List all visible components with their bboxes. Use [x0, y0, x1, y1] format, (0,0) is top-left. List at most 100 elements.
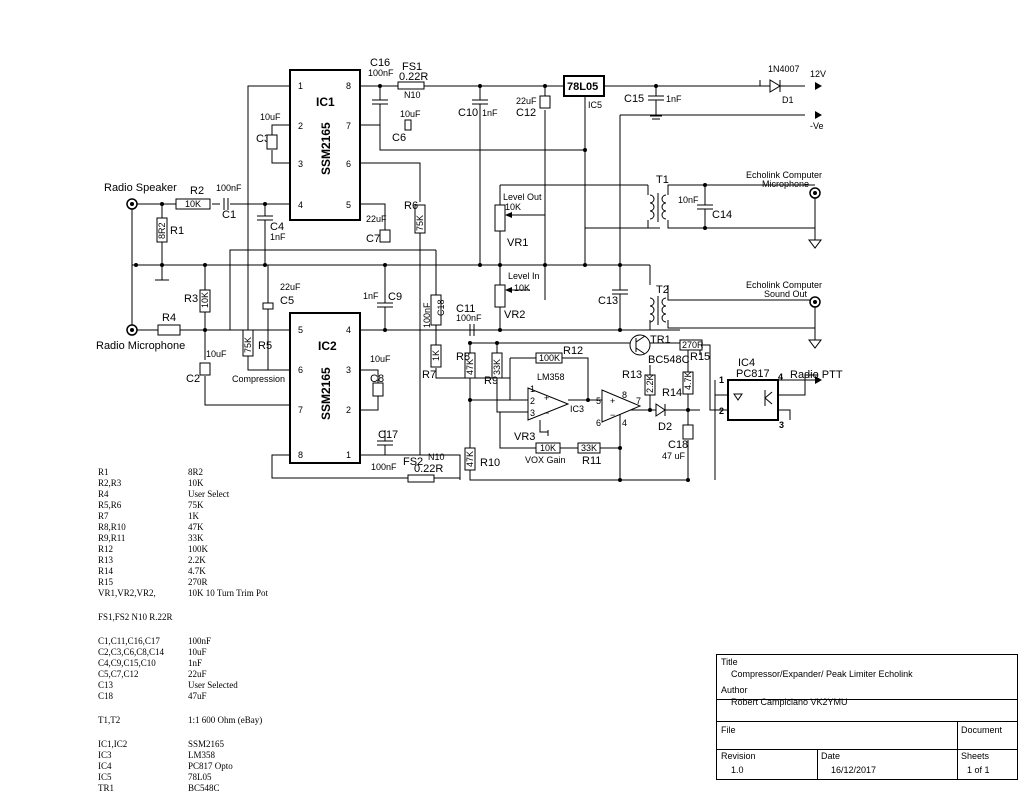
r13-ref: R13 — [622, 369, 642, 381]
r15-body — [679, 339, 703, 351]
parts-list-value: 47uF — [188, 691, 207, 701]
ic2-pin: 2 — [346, 405, 351, 415]
ic4-part: PC817 — [736, 368, 770, 380]
ic3-opamp-b — [601, 389, 642, 423]
c4-value: 1nF — [270, 232, 286, 242]
fs1-value: 0.22R — [399, 71, 428, 83]
c9-ref: C9 — [388, 291, 402, 303]
t1-coil-icon — [649, 193, 667, 222]
parts-list-ref: VR1,VR2,VR2, — [98, 588, 156, 598]
parts-list-value: 47K — [188, 522, 204, 532]
c5-ref: C5 — [280, 295, 294, 307]
ic3-pin: 6 — [596, 418, 601, 428]
r6-value: 75K — [415, 215, 425, 231]
parts-list-value: LM358 — [188, 750, 215, 760]
fs1-body — [397, 81, 425, 90]
supply-neg-label: -Ve — [810, 121, 824, 131]
ic3-opamp-a — [527, 387, 570, 421]
r12-value: 100K — [539, 353, 560, 363]
ic4-box — [727, 379, 779, 421]
ic1-pin: 8 — [346, 81, 351, 91]
ic5-box — [563, 75, 605, 97]
c11-ref: C11 — [456, 303, 475, 315]
r12-body — [535, 352, 563, 364]
c1-body — [223, 198, 229, 210]
c6-ref: C6 — [392, 132, 406, 144]
tr1-part: BC548C — [648, 354, 690, 366]
c2-ref: C2 — [186, 373, 200, 385]
parts-list-ref: R13 — [98, 555, 114, 565]
ic1-pin: 7 — [346, 121, 351, 131]
ic2-part: SSM2165 — [319, 367, 333, 420]
ic3-pin: 7 — [636, 396, 641, 406]
author-value: Robert Campiciano VK2YMU — [731, 697, 848, 707]
ic3-pin: 4 — [622, 418, 627, 428]
parts-list-ref: C1,C11,C16,C17 — [98, 636, 160, 646]
vr1-value: 10K — [505, 202, 521, 212]
ic4-pin: 1 — [719, 375, 724, 385]
r8-value: 47K — [465, 359, 475, 375]
r9-body — [491, 352, 503, 379]
ic3-ref: IC3 — [570, 404, 584, 414]
c18-value: 47 uF — [662, 451, 686, 461]
c17-ref: C17 — [378, 429, 398, 441]
c16-value: 100nF — [368, 68, 394, 78]
parts-list-value: User Select — [188, 489, 230, 499]
ic4-pin: 3 — [779, 420, 784, 430]
c8-value: 10uF — [370, 354, 391, 364]
vr2-ref: VR2 — [504, 309, 525, 321]
parts-list-ref: R5,R6 — [98, 500, 122, 510]
parts-list-value: 10K — [188, 478, 204, 488]
r8-ref: R8 — [456, 351, 470, 363]
parts-list-row: C18 47uF — [98, 691, 268, 702]
author-label: Author — [721, 685, 748, 695]
r12-ref: R12 — [563, 345, 583, 357]
parts-list-value: 8R2 — [188, 467, 204, 477]
parts-list-value: 1K — [188, 511, 199, 521]
fs2-ref: FS2 — [403, 456, 423, 468]
vr3-ref: VR3 — [514, 431, 535, 443]
parts-list-value: 270R — [188, 577, 208, 587]
c13-ref: C13 — [598, 295, 618, 307]
r6-body — [414, 204, 426, 234]
parts-list-value: 1:1 600 Ohm (eBay) — [188, 715, 263, 725]
c10-ref: C10 — [458, 107, 478, 119]
echolink-mic-label-2: Microphone — [762, 179, 809, 189]
r2-body — [175, 198, 211, 210]
parts-list-ref: C18 — [98, 691, 114, 701]
fs1-type: N10 — [404, 90, 421, 100]
title-block: Title Compressor/Expander/ Peak Limiter … — [716, 654, 1018, 780]
c8-ref: C8 — [370, 373, 384, 385]
parts-list-spacer — [98, 702, 268, 715]
compression-label: Compression — [232, 374, 285, 384]
r14-ref: R14 — [662, 387, 682, 399]
radio-speaker-jack-dot — [130, 202, 134, 206]
opamp-sign: − — [544, 408, 549, 418]
r4-body — [157, 324, 181, 336]
d1-ref: D1 — [782, 95, 794, 105]
parts-list-value: 1nF — [188, 658, 203, 668]
r3-body — [199, 289, 211, 313]
c4-ref: C4 — [270, 221, 284, 233]
parts-list-spacer — [98, 623, 268, 636]
c15-ref: C15 — [624, 93, 644, 105]
c1-ref: C1 — [222, 209, 236, 221]
c7-body — [379, 229, 391, 243]
file-label: File — [721, 725, 736, 735]
ic1-box — [289, 69, 361, 221]
parts-list-ref: R9,R11 — [98, 533, 126, 543]
r11-body — [577, 442, 601, 454]
c8-body — [372, 382, 384, 397]
tr1-ref: TR1 — [650, 334, 671, 346]
ic1-ref: IC1 — [316, 95, 335, 109]
c5-body — [262, 302, 274, 310]
ic3-pin: 5 — [596, 396, 601, 406]
c14-ref: C14 — [712, 209, 732, 221]
t2-coil-icon — [649, 296, 667, 325]
c17-value: 100nF — [371, 462, 397, 472]
